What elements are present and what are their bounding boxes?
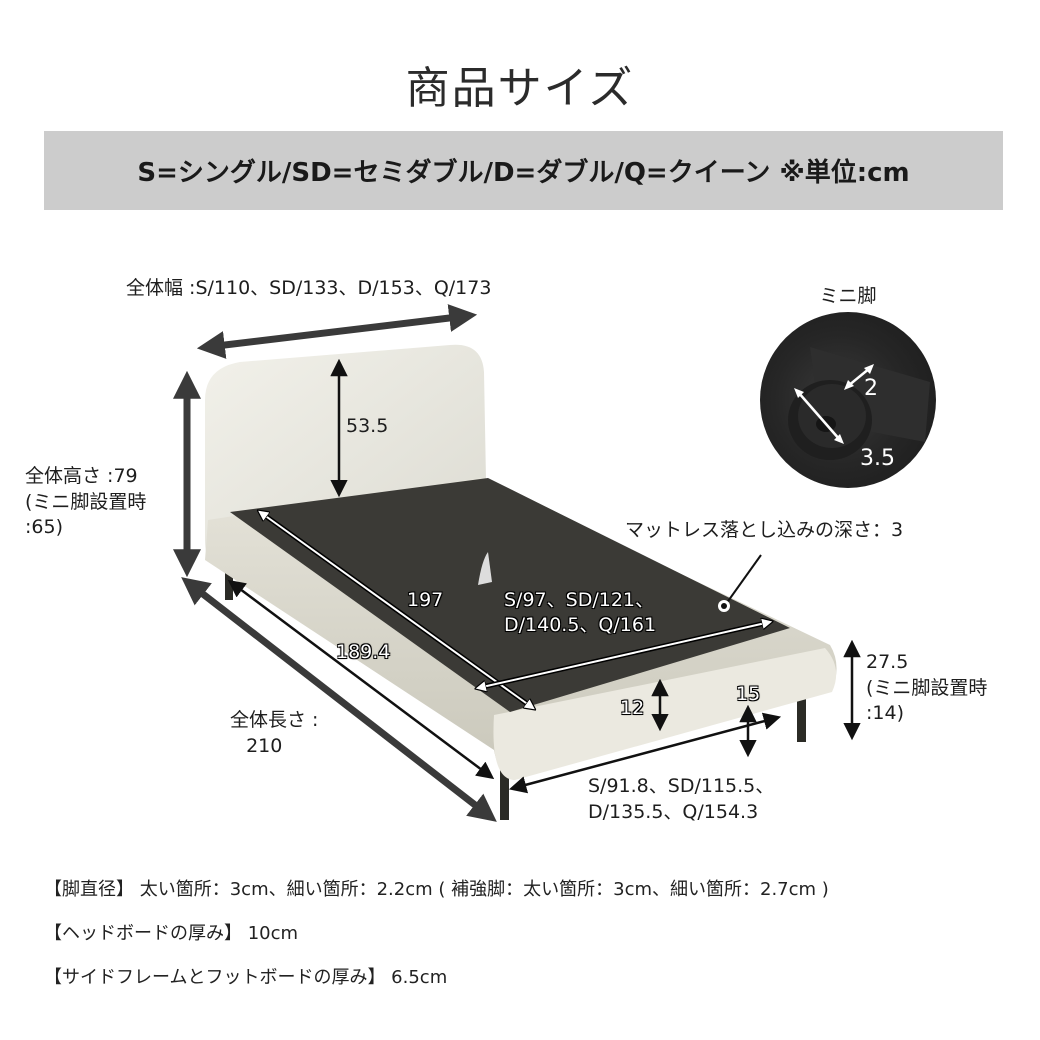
note-frame-thickness: 【サイドフレームとフットボードの厚み】 6.5cm [44,967,448,988]
note-leg-diameter: 【脚直径】 太い箇所：3cm、細い箇所：2.2cm ( 補強脚：太い箇所：3cm… [44,879,829,900]
mini-leg-diameter: 3.5 [860,446,895,471]
spec-notes: 【脚直径】 太い箇所：3cm、細い箇所：2.2cm ( 補強脚：太い箇所：3cm… [44,868,829,1000]
under-clearance-label: 15 [736,683,761,705]
inner-length-label: 197 [407,589,444,611]
mini-leg-photo: 2 3.5 [760,312,936,488]
floor-to-frame-label: 27.5 (ミニ脚設置時 :14) [866,651,988,725]
note-headboard-thickness: 【ヘッドボードの厚み】 10cm [44,923,299,944]
page-title: 商品サイズ [405,63,635,114]
size-legend-text: S=シングル/SD=セミダブル/D=ダブル/Q=クイーン ※単位:cm [137,158,910,188]
overall-height-label: 全体高さ :79 (ミニ脚設置時 :65) [25,465,147,539]
mini-leg-label: ミニ脚 [819,285,877,307]
headboard-height-label: 53.5 [346,415,389,437]
leg-span-label: S/91.8、SD/115.5、 D/135.5、Q/154.3 [588,775,775,823]
frame-height-label: 12 [620,697,645,719]
inner-width-label: S/97、SD/121、 D/140.5、Q/161 [504,589,657,636]
frame-length-label: 189.4 [336,641,391,663]
overall-length-label: 全体長さ : 210 [230,709,319,757]
size-legend-band: S=シングル/SD=セミダブル/D=ダブル/Q=クイーン ※単位:cm [44,131,1003,210]
mattress-drop-label: マットレス落とし込みの深さ：3 [625,519,904,541]
mini-leg-height: 2 [864,376,878,401]
overall-width-label: 全体幅 :S/110、SD/133、D/153、Q/173 [126,277,492,299]
